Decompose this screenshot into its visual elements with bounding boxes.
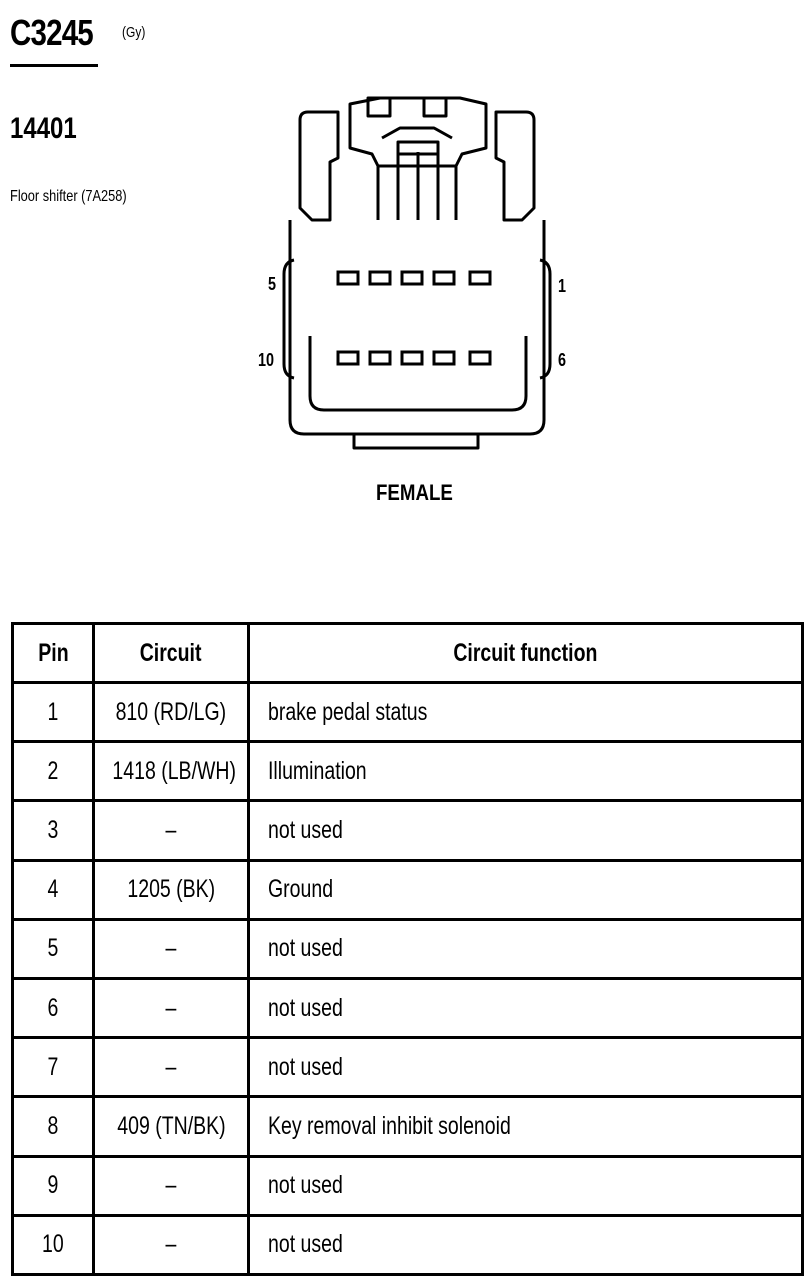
pin-number: 10 xyxy=(42,1230,64,1259)
cavity-pin-6 xyxy=(468,350,492,366)
component-description: Floor shifter (7A258) xyxy=(10,188,127,205)
right-flange xyxy=(539,258,552,380)
connector-body-outline-right xyxy=(494,110,536,222)
latch-tab xyxy=(381,126,453,140)
circuit-function: not used xyxy=(268,1171,343,1200)
circuit-code: – xyxy=(165,815,177,844)
pin-number: 6 xyxy=(47,993,59,1022)
connector-inner-housing xyxy=(308,336,528,412)
pin-number: 1 xyxy=(47,697,59,726)
pin-number: 2 xyxy=(47,756,59,785)
bottom-key-tab xyxy=(352,434,480,450)
connector-color: (Gy) xyxy=(122,24,146,41)
title-underline xyxy=(10,64,98,67)
header-circuit: Circuit xyxy=(92,622,250,684)
circuit-function: not used xyxy=(268,815,343,844)
circuit-function: not used xyxy=(268,1230,343,1259)
pin-label-6: 6 xyxy=(558,350,567,370)
pinout-table: Pin Circuit Circuit function 1 810 (RD/L… xyxy=(11,622,804,1277)
pin-label-5: 5 xyxy=(268,274,277,294)
circuit-function: not used xyxy=(268,1052,343,1081)
connector-id: C3245 xyxy=(10,12,94,53)
cavity-pin-3 xyxy=(400,270,424,286)
circuit-code: 409 (TN/BK) xyxy=(116,1111,226,1140)
circuit-function: not used xyxy=(268,993,343,1022)
header-pin: Pin xyxy=(11,622,95,684)
circuit-code: 1205 (BK) xyxy=(127,875,215,904)
pin-label-10: 10 xyxy=(258,350,275,370)
circuit-code: – xyxy=(165,1230,177,1259)
connector-body-outline xyxy=(298,110,340,222)
pin-number: 8 xyxy=(47,1111,59,1140)
circuit-function: Key removal inhibit solenoid xyxy=(268,1111,511,1140)
header-circuit-function: Circuit function xyxy=(247,622,804,684)
circuit-code: – xyxy=(165,1052,177,1081)
table-row: 1 810 (RD/LG) brake pedal status xyxy=(11,680,804,744)
cavity-pin-1 xyxy=(468,270,492,286)
circuit-code: 1418 (LB/WH) xyxy=(112,756,236,785)
pin-number: 7 xyxy=(47,1052,59,1081)
part-number: 14401 xyxy=(10,112,77,145)
latch-bump-right xyxy=(422,96,448,118)
table-row: 9 – not used xyxy=(11,1154,804,1217)
circuit-function: not used xyxy=(268,934,343,963)
cavity-pin-10 xyxy=(336,350,360,366)
connector-housing xyxy=(288,220,546,436)
circuit-function: Illumination xyxy=(268,756,367,785)
circuit-code: – xyxy=(165,993,177,1022)
table-header-row: Pin Circuit Circuit function xyxy=(11,622,804,684)
table-row: 6 – not used xyxy=(11,976,804,1040)
pin-number: 5 xyxy=(47,934,59,963)
pin-number: 9 xyxy=(47,1171,59,1200)
pin-number: 3 xyxy=(47,815,59,844)
pin-label-1: 1 xyxy=(558,276,567,296)
circuit-code: – xyxy=(165,1171,177,1200)
cavity-pin-8 xyxy=(400,350,424,366)
table-row: 7 – not used xyxy=(11,1036,804,1099)
cavity-pin-7 xyxy=(432,350,456,366)
cavity-pin-9 xyxy=(368,350,392,366)
table-row: 3 – not used xyxy=(11,799,804,862)
connector-gender-label: FEMALE xyxy=(376,480,453,505)
table-row: 10 – not used xyxy=(11,1213,804,1277)
table-row: 5 – not used xyxy=(11,917,804,980)
cavity-pin-2 xyxy=(432,270,456,286)
table-row: 4 1205 (BK) Ground xyxy=(11,858,804,921)
table-row: 8 409 (TN/BK) Key removal inhibit soleno… xyxy=(11,1095,804,1158)
circuit-code: 810 (RD/LG) xyxy=(115,697,227,726)
pin-number: 4 xyxy=(47,875,59,904)
table-row: 2 1418 (LB/WH) Illumination xyxy=(11,740,804,803)
cavity-pin-5 xyxy=(336,270,360,286)
left-flange xyxy=(282,258,295,380)
circuit-code: – xyxy=(165,934,177,963)
latch-bump-left xyxy=(366,96,392,118)
circuit-function: brake pedal status xyxy=(268,697,428,726)
connector-face-diagram xyxy=(282,96,552,450)
circuit-function: Ground xyxy=(268,875,334,904)
cavity-pin-4 xyxy=(368,270,392,286)
